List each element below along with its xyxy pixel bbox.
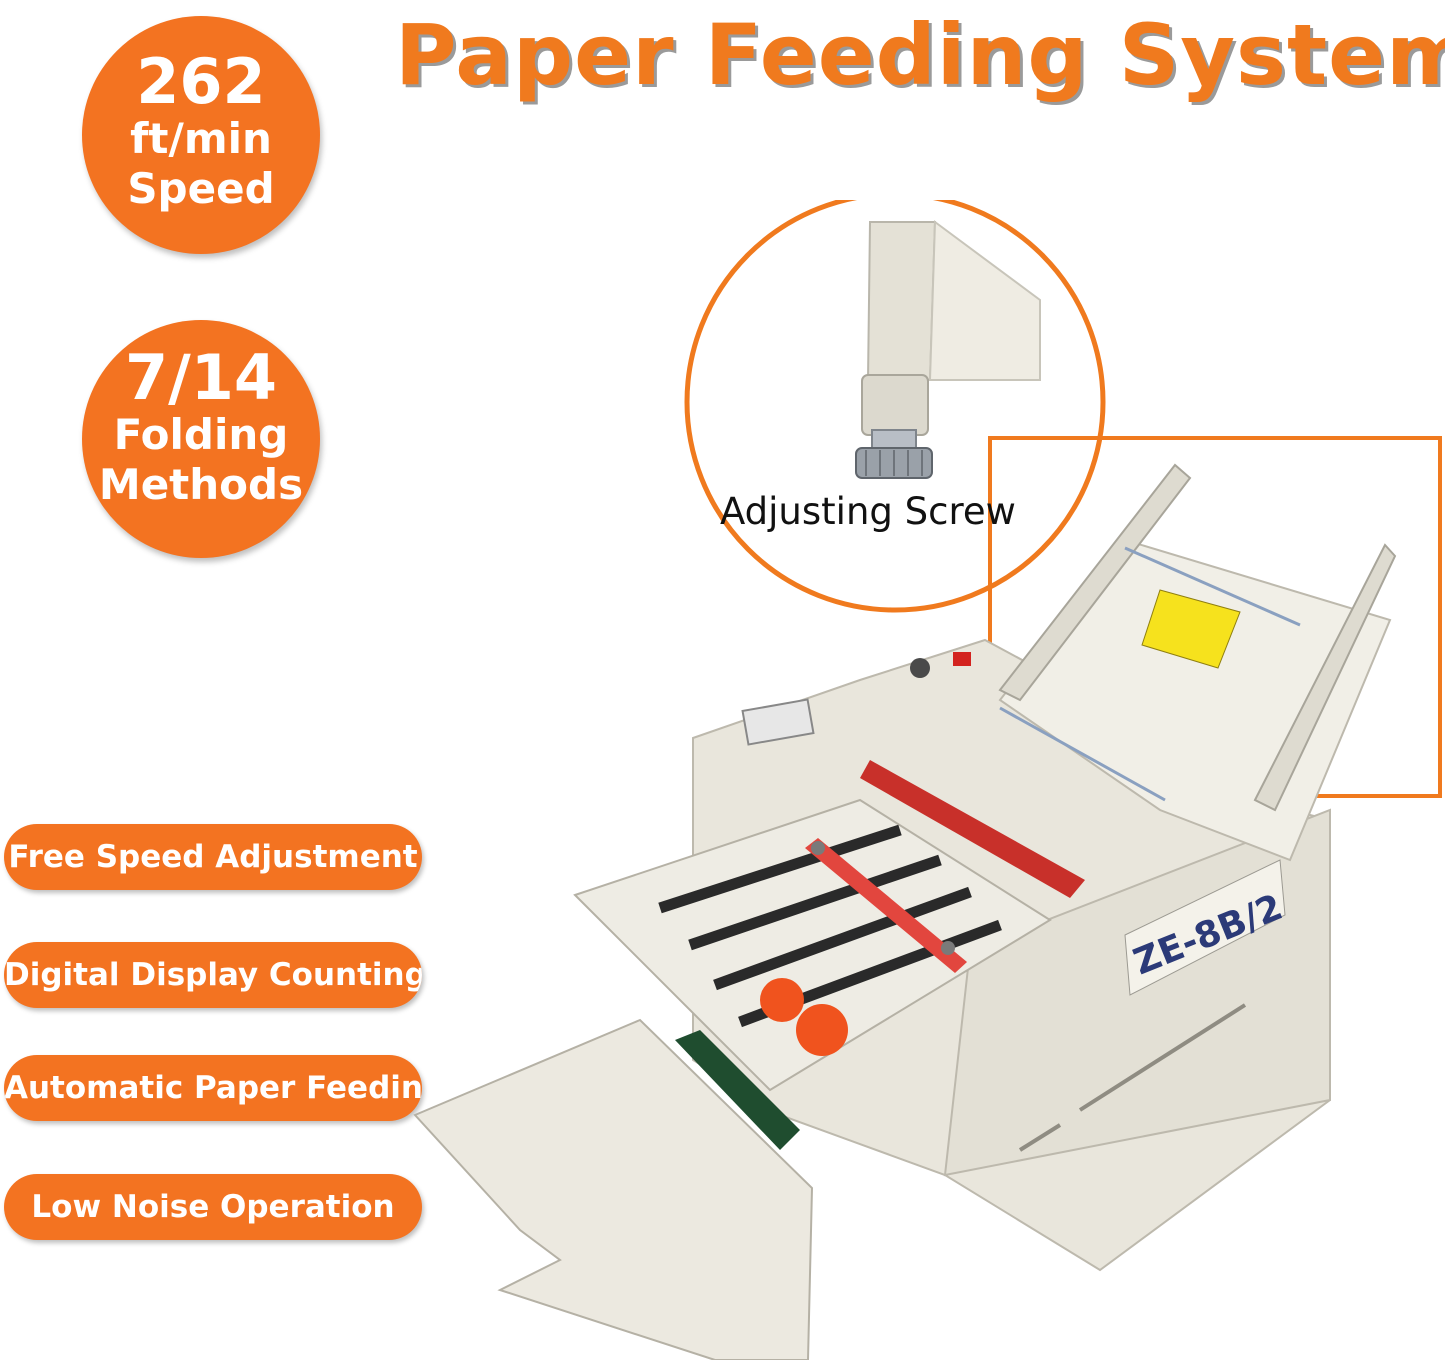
- feature-pill: Automatic Paper Feeding: [4, 1055, 422, 1121]
- power-switch: [953, 652, 971, 666]
- speed-knob: [910, 658, 930, 678]
- speed-unit: ft/min: [130, 114, 272, 163]
- speed-label: Speed: [127, 164, 275, 213]
- folding-value: 7/14: [124, 341, 278, 414]
- model-plate: [1124, 859, 1286, 996]
- counter-display: [741, 698, 815, 746]
- adjusting-screw-icon: [855, 220, 1041, 479]
- folding-line2: Methods: [98, 460, 304, 509]
- folding-line1: Folding: [113, 410, 289, 459]
- feature-pill: Low Noise Operation: [4, 1174, 422, 1240]
- warning-label: [1141, 589, 1241, 669]
- exit-tray: [413, 1018, 814, 1360]
- feature-pill: Digital Display Counting: [4, 942, 422, 1008]
- page-title: Paper Feeding System: [395, 6, 1445, 104]
- adjusting-screw-label: Adjusting Screw: [720, 490, 1016, 533]
- folding-badge: 7/14 Folding Methods: [82, 320, 320, 558]
- speed-badge: 262 ft/min Speed: [82, 16, 320, 254]
- speed-value: 262: [136, 45, 266, 118]
- feature-pill: Free Speed Adjustment: [4, 824, 422, 890]
- folding-machine-illustration: ZE-8B/2: [413, 200, 1442, 1360]
